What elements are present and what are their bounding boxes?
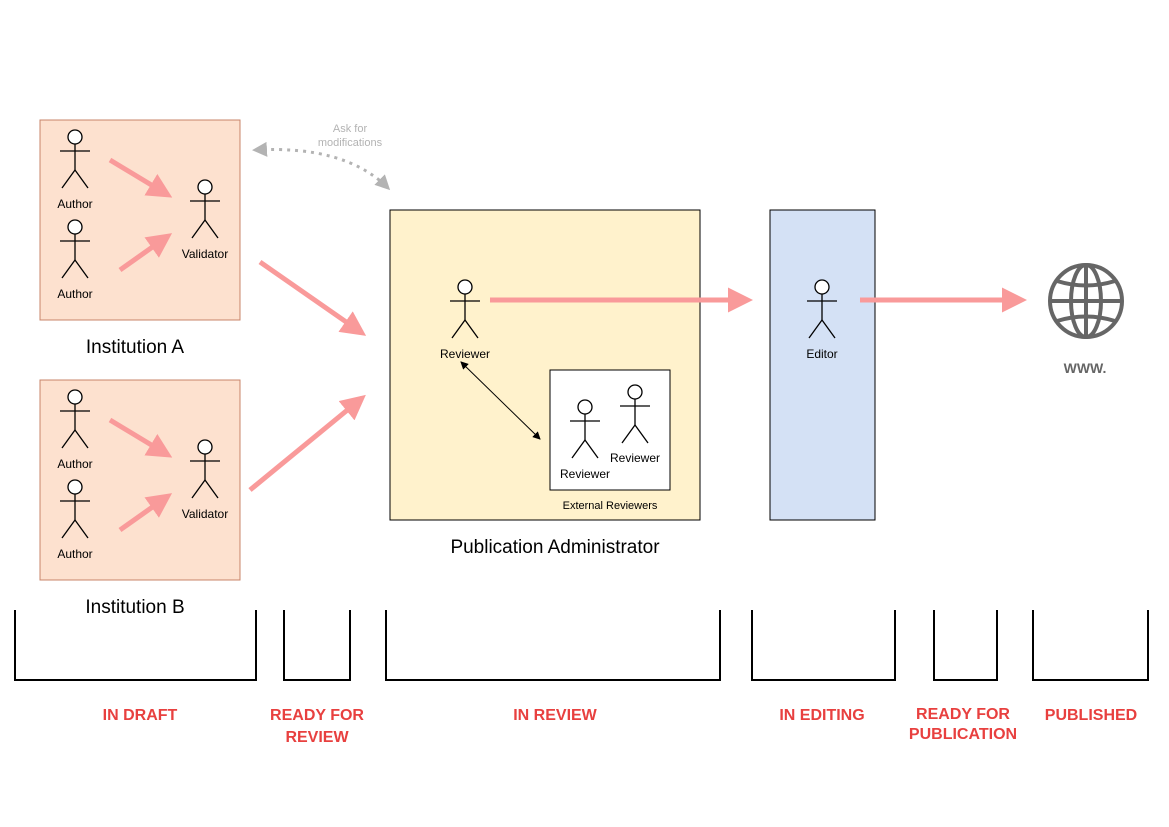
- author-label: Author: [57, 457, 92, 471]
- external-reviewer-label: Reviewer: [610, 451, 660, 465]
- institution-a-title: Institution A: [86, 337, 185, 358]
- external-reviewer-label: Reviewer: [560, 467, 610, 481]
- stage-label-ready-for-publication: READY FOR: [916, 706, 1010, 723]
- institution-b-title: Institution B: [85, 597, 184, 618]
- submission-arrow: [248, 394, 366, 492]
- stage-label-in-review: IN REVIEW: [513, 707, 597, 724]
- stage-brackets: [14, 610, 1149, 681]
- globe-icon: [1048, 263, 1124, 339]
- editor-box: [769, 209, 876, 521]
- ask-for-modifications-arrow: [252, 141, 391, 191]
- author-label: Author: [57, 287, 92, 301]
- publication-administrator: Reviewer Reviewer Reviewer External Revi…: [389, 209, 701, 521]
- stage-bracket-published: [1032, 610, 1149, 681]
- editor-label: Editor: [806, 347, 837, 361]
- stage-bracket-in-draft: [14, 610, 257, 681]
- author-to-validator-arrow: [108, 417, 173, 458]
- institution-a: Author Author Validator: [39, 119, 241, 321]
- validator-label: Validator: [182, 507, 228, 521]
- stage-label-ready-for-publication: PUBLICATION: [909, 726, 1017, 743]
- ask-for-modifications-label: modifications: [318, 137, 383, 149]
- stage-label-in-editing: IN EDITING: [779, 707, 864, 724]
- stage-label-ready-for-review: READY FOR: [270, 707, 364, 724]
- editor: Editor: [769, 209, 876, 521]
- stage-bracket-ready-for-publication: [933, 610, 998, 681]
- web-label: WWW.: [1064, 360, 1107, 376]
- author-to-validator-arrow: [108, 157, 173, 198]
- institution-b: Author Author Validator: [39, 379, 241, 581]
- stage-bracket-ready-for-review: [283, 610, 351, 681]
- stage-label-in-draft: IN DRAFT: [103, 707, 178, 724]
- author-to-validator-arrow: [118, 233, 173, 273]
- reviewer-label: Reviewer: [440, 347, 490, 361]
- stage-label-published: PUBLISHED: [1045, 707, 1137, 724]
- reviewer-consult-arrow: [460, 361, 541, 440]
- validator-label: Validator: [182, 247, 228, 261]
- author-label: Author: [57, 547, 92, 561]
- submission-arrow: [258, 259, 367, 336]
- ask-for-modifications-label: Ask for: [333, 123, 368, 135]
- author-label: Author: [57, 197, 92, 211]
- author-to-validator-arrow: [118, 493, 173, 533]
- publication-administrator-title: Publication Administrator: [450, 537, 660, 558]
- external-reviewers-label: External Reviewers: [563, 500, 658, 512]
- stage-bracket-in-editing: [751, 610, 896, 681]
- stage-label-ready-for-review: REVIEW: [285, 729, 349, 746]
- external-reviewers-box: [549, 369, 671, 491]
- stage-bracket-in-review: [385, 610, 721, 681]
